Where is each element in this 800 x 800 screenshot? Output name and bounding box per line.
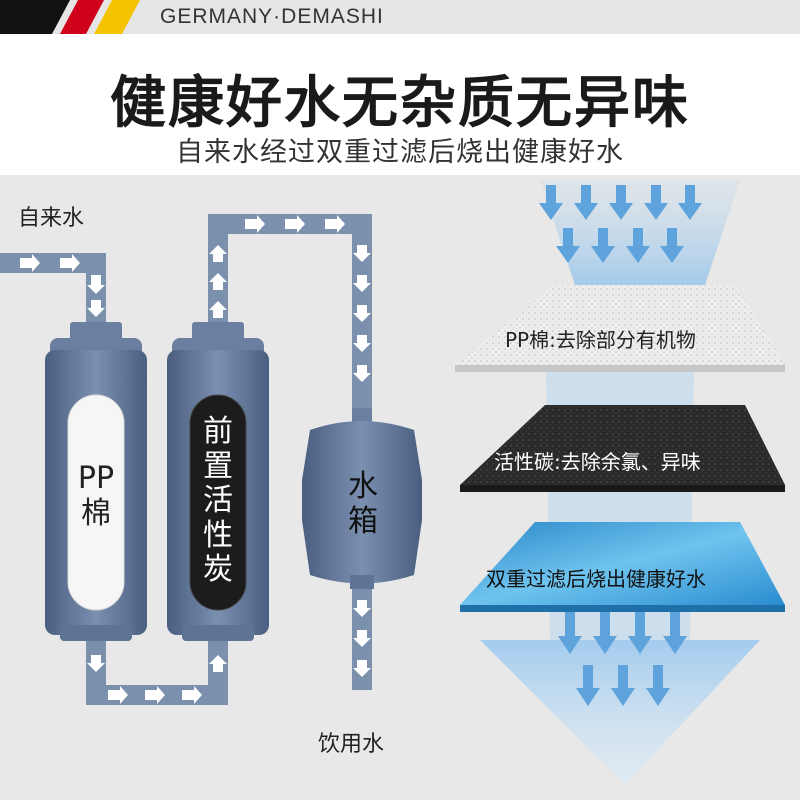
filter1-label: PP棉: [77, 461, 115, 531]
layer-clean-water: [460, 522, 785, 612]
pp-cotton-filter: [45, 322, 147, 641]
inlet-label: 自来水: [18, 206, 85, 231]
filter2-label: 前置活性炭: [203, 414, 233, 587]
beam-arrows: [539, 185, 702, 706]
headline: 健康好水无杂质无异味: [110, 71, 690, 136]
layer-clean-water-label: 双重过滤后烧出健康好水: [486, 567, 706, 591]
outlet-label: 饮用水: [318, 732, 385, 757]
layer-pp-cotton: [455, 285, 785, 372]
layer-activated-carbon-label: 活性碳:去除余氯、异味: [494, 450, 701, 474]
tank-label: 水箱: [348, 469, 378, 539]
top-bar: GERMANY·DEMASHI: [0, 0, 800, 34]
subheadline: 自来水经过双重过滤后烧出健康好水: [176, 137, 624, 168]
brand-name: GERMANY·DEMASHI: [160, 5, 384, 28]
layer-pp-cotton-label: PP棉:去除部分有机物: [505, 328, 696, 352]
activated-carbon-filter: [167, 322, 269, 641]
pipe-flow-arrows: [20, 215, 371, 704]
layer-activated-carbon: [460, 405, 785, 492]
water-tank: [302, 408, 422, 589]
flag-stripes-icon: [0, 0, 140, 34]
